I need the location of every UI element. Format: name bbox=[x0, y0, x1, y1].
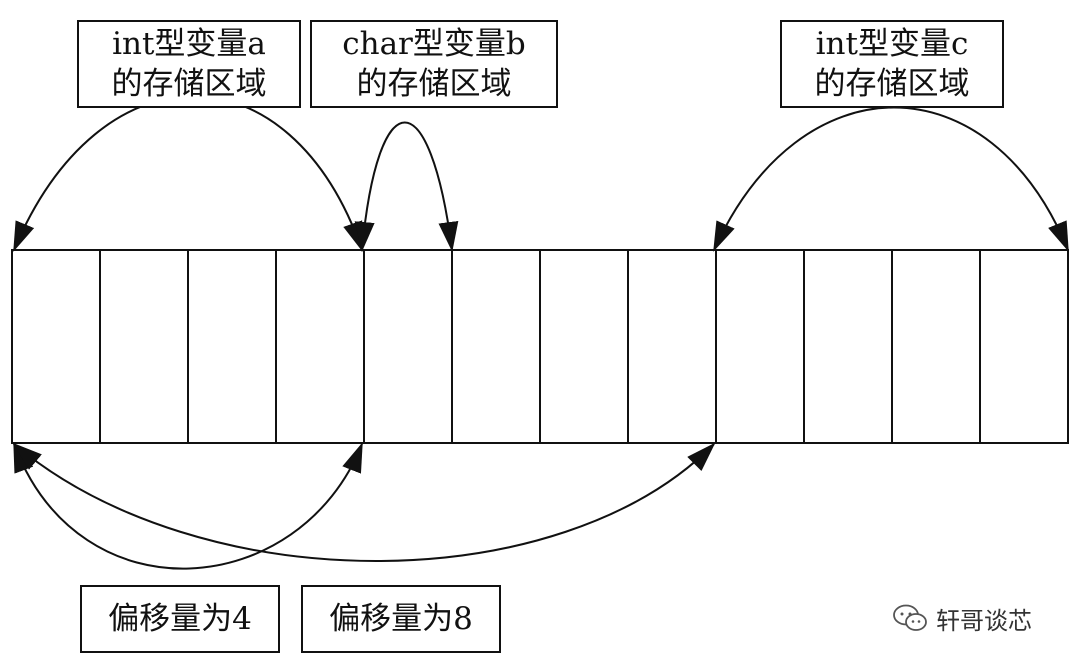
arrow-int-c-span bbox=[713, 106, 1069, 252]
wechat-icon bbox=[893, 604, 927, 631]
arrow-char-b-span bbox=[354, 121, 459, 252]
label-int-a-storage: int型变量a 的存储区域 bbox=[77, 20, 301, 108]
memory-cell-dividers bbox=[99, 250, 981, 443]
arrow-int-a-span bbox=[13, 95, 363, 252]
label-int-a-line2: 的存储区域 bbox=[111, 66, 267, 102]
label-int-c-line2: 的存储区域 bbox=[814, 66, 970, 102]
watermark: 轩哥谈芯 bbox=[892, 598, 1032, 638]
label-offset-4: 偏移量为4 bbox=[80, 585, 280, 653]
label-char-b-storage: char型变量b 的存储区域 bbox=[310, 20, 558, 108]
label-char-b-line2: 的存储区域 bbox=[356, 66, 512, 102]
arrow-offset-4 bbox=[13, 442, 363, 570]
arrow-offset-8 bbox=[12, 442, 716, 562]
label-offset-4-text: 偏移量为4 bbox=[108, 601, 252, 637]
watermark-text: 轩哥谈芯 bbox=[936, 606, 1032, 635]
label-offset-8-text: 偏移量为8 bbox=[329, 601, 473, 637]
label-char-b-line1: char型变量b bbox=[342, 26, 526, 62]
label-int-c-line1: int型变量c bbox=[815, 26, 969, 62]
label-offset-8: 偏移量为8 bbox=[301, 585, 501, 653]
label-int-a-line1: int型变量a bbox=[112, 26, 266, 62]
label-int-c-storage: int型变量c 的存储区域 bbox=[780, 20, 1004, 108]
